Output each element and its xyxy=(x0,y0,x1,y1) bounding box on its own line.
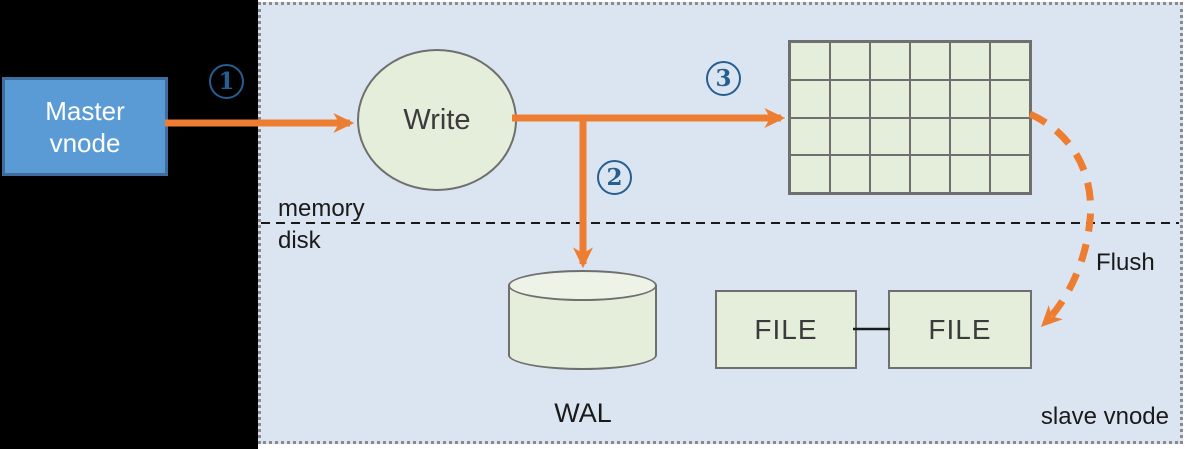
file-1-label: FILE xyxy=(754,313,818,345)
memory-table-grid xyxy=(788,40,1032,195)
disk-label: disk xyxy=(278,227,321,254)
memory-table-cell xyxy=(990,117,1030,156)
step-badge-1: 1 xyxy=(209,64,244,99)
step-1-number: 1 xyxy=(218,68,235,95)
wal-cylinder xyxy=(508,270,658,373)
step-2-number: 2 xyxy=(606,164,623,191)
memory-table-cell xyxy=(910,42,950,80)
memory-table-cell xyxy=(830,42,870,80)
file-2-label: FILE xyxy=(928,313,992,345)
file-node-2: FILE xyxy=(888,290,1032,369)
memory-table-cell xyxy=(990,42,1030,80)
master-vnode-label: Master vnode xyxy=(45,95,125,158)
memory-table-cell xyxy=(910,117,950,156)
memory-table-cell xyxy=(990,79,1030,118)
memory-label: memory xyxy=(278,195,365,222)
memory-table-cell xyxy=(790,117,830,156)
wal-cylinder-top xyxy=(508,270,657,301)
memory-table-cell xyxy=(790,79,830,118)
memory-table-cell xyxy=(830,155,870,193)
memory-table-cell xyxy=(870,42,910,80)
write-label: Write xyxy=(403,103,471,136)
memory-table-cell xyxy=(830,79,870,118)
memory-table-cell xyxy=(830,117,870,156)
write-node: Write xyxy=(357,49,517,191)
memory-table-cell xyxy=(950,155,990,193)
memory-table-cell xyxy=(870,155,910,193)
step-badge-3: 3 xyxy=(706,61,741,96)
memory-table-cell xyxy=(950,42,990,80)
memory-table-cell xyxy=(950,79,990,118)
memory-table-cell xyxy=(790,42,830,80)
memory-table-cell xyxy=(910,79,950,118)
memory-table-cell xyxy=(910,155,950,193)
memory-table-cell xyxy=(950,117,990,156)
master-vnode-node: Master vnode xyxy=(2,77,168,176)
memory-table-cell xyxy=(870,79,910,118)
flush-label: Flush xyxy=(1096,249,1155,276)
memory-table-cell xyxy=(870,117,910,156)
wal-label: WAL xyxy=(554,398,612,428)
memory-table-cell xyxy=(990,155,1030,193)
slave-vnode-label: slave vnode xyxy=(1040,403,1169,430)
step-3-number: 3 xyxy=(715,65,732,92)
memory-table-cell xyxy=(790,155,830,193)
file-node-1: FILE xyxy=(715,290,857,369)
step-badge-2: 2 xyxy=(597,160,632,195)
